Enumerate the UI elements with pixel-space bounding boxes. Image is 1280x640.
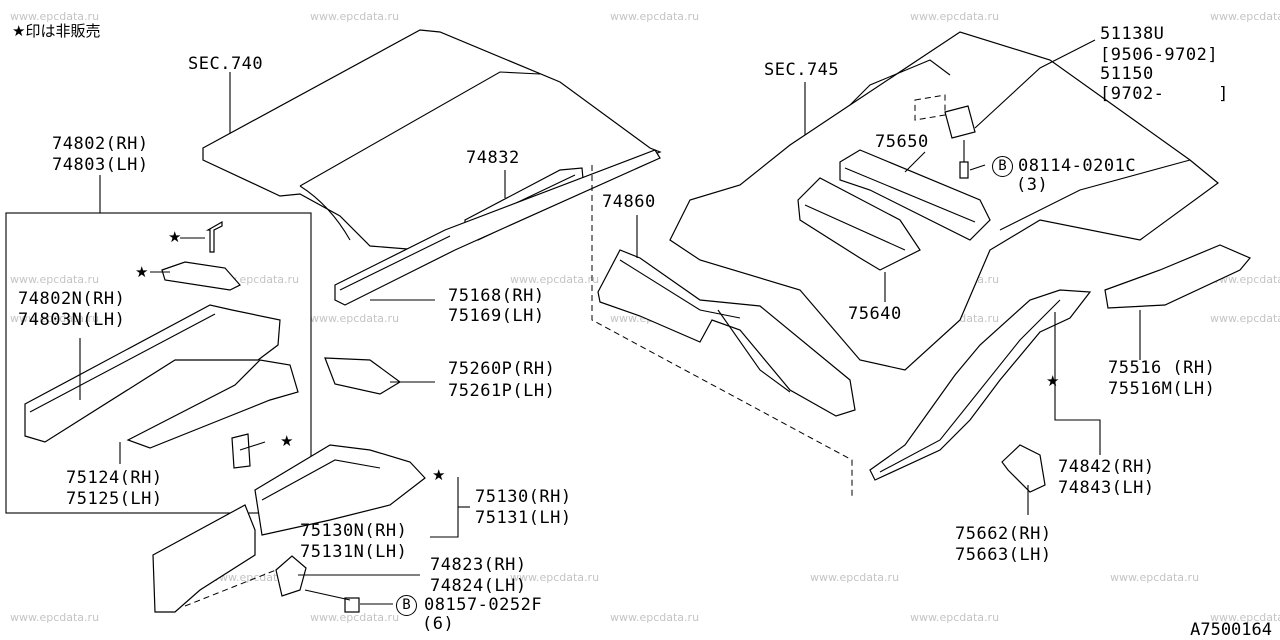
label-75124: 75124(RH)	[66, 468, 163, 488]
watermark: www.epcdata.ru	[1210, 611, 1280, 624]
small-bracket	[161, 261, 241, 291]
watermark: www.epcdata.ru	[310, 611, 400, 624]
part-75130	[254, 444, 426, 536]
label-75169: 75169(LH)	[448, 306, 545, 326]
watermark: www.epcdata.ru	[910, 611, 1000, 624]
label-75130n: 75130N(RH)	[300, 521, 408, 541]
label-74842: 74842(RH)	[1058, 457, 1155, 477]
bolt-b-icon: B	[992, 156, 1013, 177]
label-75640: 75640	[848, 304, 902, 324]
watermark: www.epcdata.ru	[10, 611, 100, 624]
watermark: www.epcdata.ru	[610, 611, 700, 624]
label-75650: 75650	[875, 132, 929, 152]
part-75168	[334, 149, 661, 306]
label-75131: 75131(LH)	[475, 508, 572, 528]
part-75516	[1104, 244, 1251, 309]
star-icon: ★	[168, 228, 182, 246]
label-75516m: 75516M(LH)	[1108, 379, 1216, 399]
part-74823	[152, 504, 256, 613]
star-icon: ★	[135, 263, 149, 281]
watermark: www.epcdata.ru	[910, 10, 1000, 23]
bolt-08157	[304, 589, 360, 613]
watermark: www.epcdata.ru	[510, 571, 600, 584]
bolt-b-icon: B	[396, 595, 417, 616]
watermark: www.epcdata.ru	[310, 10, 400, 23]
label-sec745: SEC.745	[764, 60, 840, 80]
legend-note: ★印は非販売	[12, 22, 101, 40]
label-74860: 74860	[602, 192, 656, 212]
leader-lines	[79, 39, 1141, 605]
part-75650	[839, 149, 991, 241]
watermark: www.epcdata.ru	[10, 312, 100, 325]
label-51150-range: [9702- ]	[1100, 84, 1229, 104]
watermark: www.epcdata.ru	[1210, 312, 1280, 325]
dashed-boundary	[591, 165, 853, 497]
label-74823: 74823(RH)	[430, 555, 527, 575]
label-75130: 75130(RH)	[475, 487, 572, 507]
label-51150: 51150	[1100, 64, 1154, 84]
star-icon: ★	[280, 432, 294, 450]
label-75131n: 75131N(LH)	[300, 542, 408, 562]
star-icon: ★	[1046, 372, 1060, 390]
floor-panel-sec740	[202, 29, 662, 251]
watermark: www.epcdata.ru	[310, 312, 400, 325]
part-74860	[597, 249, 856, 417]
watermark: www.epcdata.ru	[610, 10, 700, 23]
part-75640	[797, 177, 921, 271]
watermark: www.epcdata.ru	[810, 571, 900, 584]
clip-pin	[205, 220, 223, 253]
label-51138u: 51138U	[1100, 24, 1165, 44]
label-75261p: 75261P(LH)	[448, 381, 556, 401]
label-75260p: 75260P(RH)	[448, 359, 556, 379]
part-75124	[126, 359, 299, 449]
label-74802: 74802(RH)	[52, 134, 149, 154]
label-74802n: 74802N(RH)	[18, 289, 126, 309]
label-08157-qty: (6)	[422, 614, 455, 634]
label-74803n: 74803N(LH)	[18, 310, 126, 330]
label-74803: 74803(LH)	[52, 155, 149, 175]
part-74802n	[24, 304, 281, 443]
variant-box	[5, 212, 312, 514]
part-75662	[1001, 444, 1046, 493]
label-sec740: SEC.740	[188, 54, 264, 74]
label-75168: 75168(RH)	[448, 286, 545, 306]
watermark: www.epcdata.ru	[10, 273, 100, 286]
watermark: www.epcdata.ru	[510, 273, 600, 286]
label-08157: 08157-0252F	[424, 595, 543, 615]
bracket-74823	[275, 555, 307, 597]
label-75663: 75663(LH)	[955, 545, 1052, 565]
label-51138u-range: [9506-9702]	[1100, 45, 1219, 65]
label-08114: 08114-0201C	[1018, 156, 1137, 176]
part-75260p	[324, 357, 402, 395]
part-74842	[869, 289, 1092, 481]
small-clip	[231, 433, 251, 469]
label-75125: 75125(LH)	[66, 489, 163, 509]
watermark: www.epcdata.ru	[1210, 10, 1280, 23]
label-75516: 75516 (RH)	[1108, 358, 1216, 378]
label-74832: 74832	[466, 148, 520, 168]
diagram-code: A7500164	[1190, 620, 1272, 640]
label-75662: 75662(RH)	[955, 524, 1052, 544]
part-51138u	[914, 94, 976, 139]
label-74843: 74843(LH)	[1058, 478, 1155, 498]
label-74824: 74824(LH)	[430, 576, 527, 596]
dashed-link	[184, 569, 277, 607]
label-08114-qty: (3)	[1016, 175, 1049, 195]
bolt-08114	[959, 140, 969, 179]
watermark: www.epcdata.ru	[10, 10, 100, 23]
star-icon: ★	[432, 466, 446, 484]
watermark: www.epcdata.ru	[1110, 571, 1200, 584]
